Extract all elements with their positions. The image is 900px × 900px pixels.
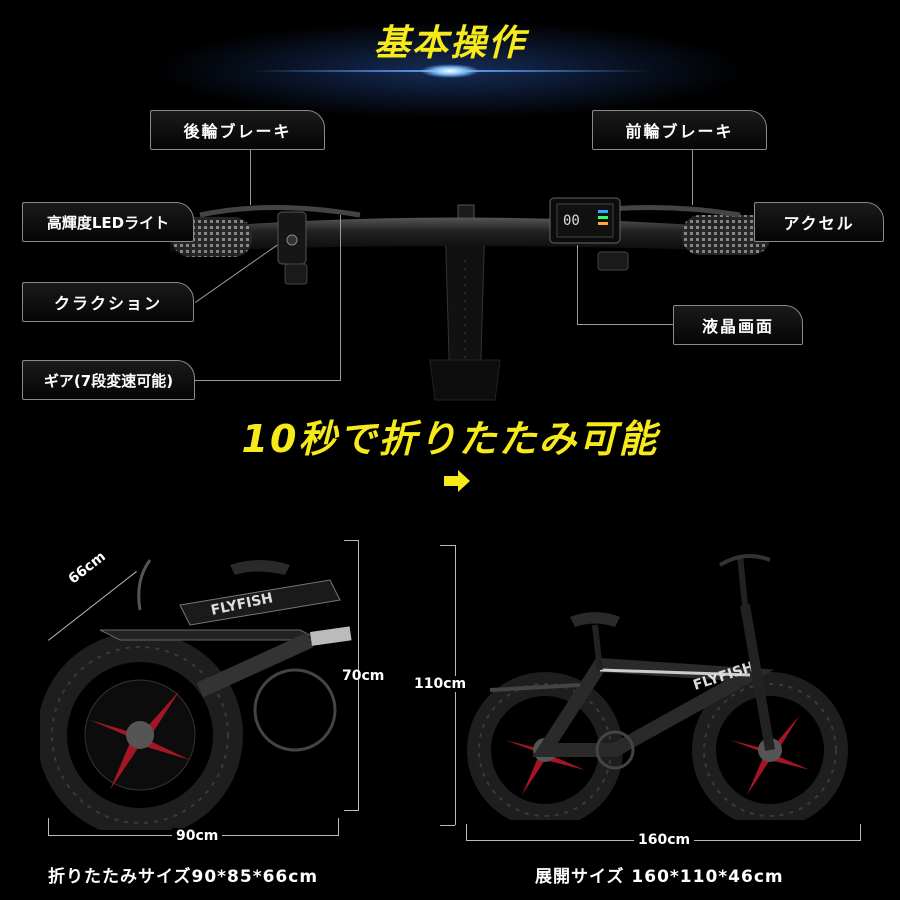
unfolded-size-caption: 展開サイズ 160*110*46cm (535, 867, 784, 887)
folded-size-caption: 折りたたみサイズ90*85*66cm (48, 867, 319, 887)
unfolded-height-tick-top (440, 545, 455, 546)
leader-front-brake (692, 150, 693, 205)
label-led-light: 高輝度LEDライト (22, 202, 194, 242)
unfolded-length-label: 160cm (634, 832, 695, 848)
unfolded-height-label: 110cm (412, 676, 469, 692)
folded-bike-illustration: FLYFISH (40, 559, 352, 830)
folded-height-tick-top (344, 540, 359, 541)
page-title: 基本操作 (373, 23, 526, 64)
label-gear: ギア(7段変速可能) (22, 360, 195, 400)
folded-height-line (358, 540, 359, 810)
label-accel: アクセル (754, 202, 884, 242)
label-rear-brake: 後輪ブレーキ (150, 110, 325, 150)
folded-length-tick-right (338, 818, 339, 836)
fold-subtitle: 10秒で折りたたみ可能 (241, 417, 659, 461)
leader-gear-h (195, 380, 341, 381)
folded-length-label: 90cm (172, 828, 223, 844)
lcd-readout: 00 (563, 213, 580, 229)
folded-height-tick-bottom (344, 810, 359, 811)
unfolded-bike-illustration: FLYFISH (467, 554, 848, 820)
folded-length-tick-left (48, 818, 49, 836)
label-front-brake: 前輪ブレーキ (592, 110, 767, 150)
leader-rear-brake (250, 150, 251, 205)
arrow-right-icon (444, 470, 470, 492)
folded-height-label: 70cm (342, 668, 385, 684)
title-glow-spark (420, 64, 480, 78)
unfolded-height-tick-bottom (440, 825, 455, 826)
leader-lcd-h (577, 324, 673, 325)
unfolded-length-tick-left (466, 824, 467, 841)
leader-gear-v (340, 215, 341, 380)
unfolded-length-tick-right (860, 824, 861, 841)
label-horn: クラクション (22, 282, 194, 322)
label-lcd: 液晶画面 (673, 305, 803, 345)
leader-lcd-v (577, 245, 578, 325)
